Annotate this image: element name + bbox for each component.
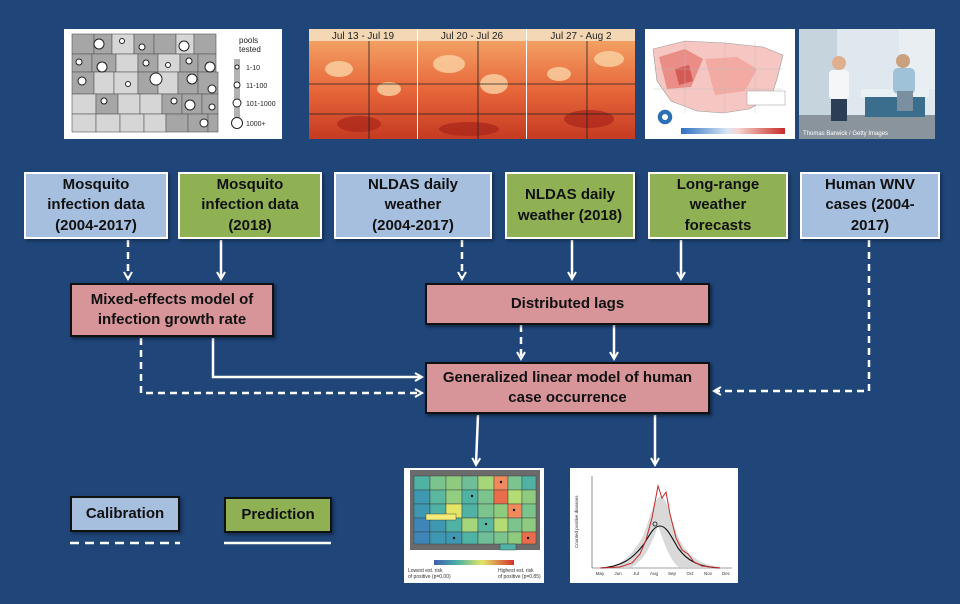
arrow-mixed-calib-to-glm	[139, 338, 421, 393]
nldas-calibration-box: NLDAS daily weather (2004-2017)	[334, 172, 492, 239]
mosquito-pools-map: pools tested 1-10 11-100 101-1000 1000+	[64, 29, 282, 139]
chart-month-jul: Jul	[633, 571, 639, 576]
mosquito-data-calibration-box: Mosquito infection data (2004-2017)	[24, 172, 168, 239]
chart-month-sep: Sep	[668, 571, 677, 576]
chart-month-nov: Nov	[704, 571, 713, 576]
chart-month-dec: Dec	[722, 571, 731, 576]
chart-month-may: May	[596, 571, 605, 576]
photo-credit: Thomas Barwick / Getty Images	[803, 131, 888, 137]
chart-month-aug: Aug	[650, 571, 659, 576]
mosquito-data-prediction-box: Mosquito infection data (2018)	[178, 172, 322, 239]
legend-prediction-box: Prediction	[224, 497, 332, 533]
chart-month-jun: Jun	[614, 571, 622, 576]
pools-legend-3: 101-1000	[246, 101, 276, 108]
pools-legend-2: 11-100	[246, 83, 267, 90]
us-forecast-map	[645, 29, 795, 139]
weather-panel-label-3: Jul 27 - Aug 2	[550, 31, 612, 42]
weather-panel-label-2: Jul 20 - Jul 26	[441, 31, 504, 42]
chart-ylabel: Counted positive diseases	[574, 495, 579, 548]
doctor-patient-photo: Thomas Barwick / Getty Images	[799, 29, 935, 139]
seasonal-curve-chart: Counted positive diseases May Jun Jul Au…	[570, 468, 738, 583]
pools-legend-4: 1000+	[246, 121, 266, 128]
arrow-mixed-pred-to-glm	[211, 338, 421, 377]
arrow-glm-to-map	[476, 414, 478, 464]
chart-month-oct: Oct	[686, 571, 694, 576]
mixed-effects-model-box: Mixed-effects model of infection growth …	[70, 283, 274, 337]
glm-box: Generalized linear model of human case o…	[425, 362, 710, 414]
nldas-prediction-box: NLDAS daily weather (2018)	[505, 172, 635, 239]
weather-anomaly-panels: Jul 13 - Jul 19 Jul 20 - Jul 26 Jul 27 -…	[309, 29, 635, 139]
arrow-human-to-glm	[715, 240, 871, 391]
long-range-forecast-box: Long-range weather forecasts	[648, 172, 788, 239]
distributed-lags-box: Distributed lags	[425, 283, 710, 325]
pools-legend-1: 1-10	[246, 65, 260, 72]
legend-calibration-box: Calibration	[70, 496, 180, 532]
weather-panel-label-1: Jul 13 - Jul 19	[332, 31, 395, 42]
svg-text:tested: tested	[239, 45, 261, 54]
human-wnv-cases-box: Human WNV cases (2004-2017)	[800, 172, 940, 239]
svg-text:pools: pools	[239, 36, 258, 45]
